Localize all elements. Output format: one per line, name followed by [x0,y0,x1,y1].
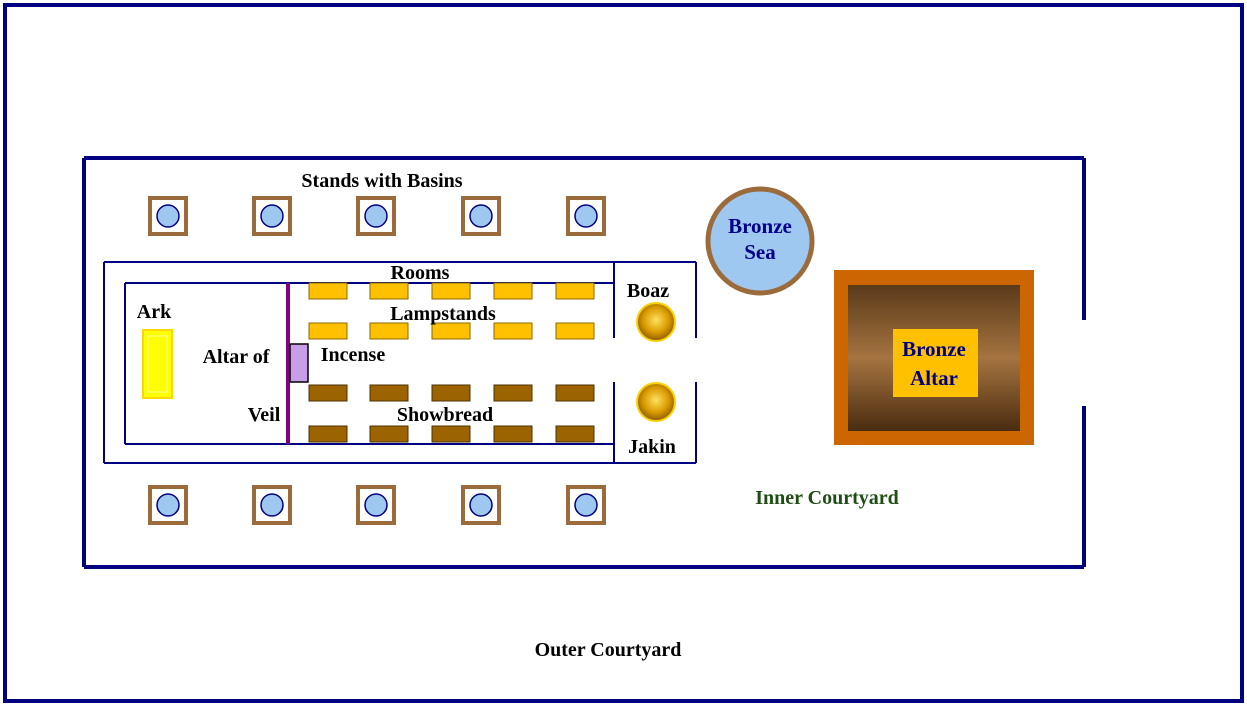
basin-stand [461,485,501,525]
lampstand [369,282,409,300]
basin-stand [566,196,606,236]
pillar-jakin [636,382,676,422]
lampstand [493,322,533,340]
boaz-label: Boaz [627,280,669,302]
showbread-table [308,384,348,402]
showbread-table [493,384,533,402]
bronze-altar-label-line1: Bronze [902,337,966,361]
incense-label: Incense [321,344,386,366]
outer-courtyard-wall [3,3,1244,703]
lampstand [308,282,348,300]
basin-stand [148,485,188,525]
showbread-table [431,384,471,402]
ark-label: Ark [137,301,172,323]
lampstand [431,322,471,340]
basin-stands-top [148,196,606,236]
rooms-label: Rooms [391,262,450,284]
showbread-table [308,425,348,443]
basin-stand [148,196,188,236]
basin-stand [252,485,292,525]
lampstands-group [308,282,595,340]
basin-stands-bottom [148,485,606,525]
showbread-group [308,384,595,443]
basin-stand [252,196,292,236]
inner-courtyard-label: Inner Courtyard [755,487,899,509]
veil-label: Veil [248,404,281,426]
showbread-table [369,425,409,443]
bronze-sea-label-line1: Bronze [728,214,792,238]
altar-of-label: Altar of [203,346,270,368]
incense-altar [289,343,309,383]
lampstand [308,322,348,340]
bronze-altar-label-line2: Altar [910,366,958,390]
bronze-altar-label-bg [893,329,978,397]
showbread-label: Showbread [397,404,493,426]
basin-stand [461,196,501,236]
showbread-table [555,425,595,443]
basin-stand [356,485,396,525]
lampstands-label: Lampstands [390,303,496,325]
pillar-boaz [636,302,676,342]
basin-stand [356,196,396,236]
showbread-table [431,425,471,443]
lampstand [555,282,595,300]
showbread-table [369,384,409,402]
showbread-table [493,425,533,443]
basin-stand [566,485,606,525]
bronze-sea [705,186,815,296]
lampstand [431,282,471,300]
stands-label: Stands with Basins [301,170,462,192]
ark-of-covenant [142,329,173,399]
outer-courtyard-label: Outer Courtyard [535,639,682,661]
lampstand [369,322,409,340]
inner-courtyard-wall [82,156,1086,569]
jakin-label: Jakin [628,436,676,458]
lampstand [555,322,595,340]
lampstand [493,282,533,300]
showbread-table [555,384,595,402]
bronze-sea-label-line2: Sea [744,240,776,264]
